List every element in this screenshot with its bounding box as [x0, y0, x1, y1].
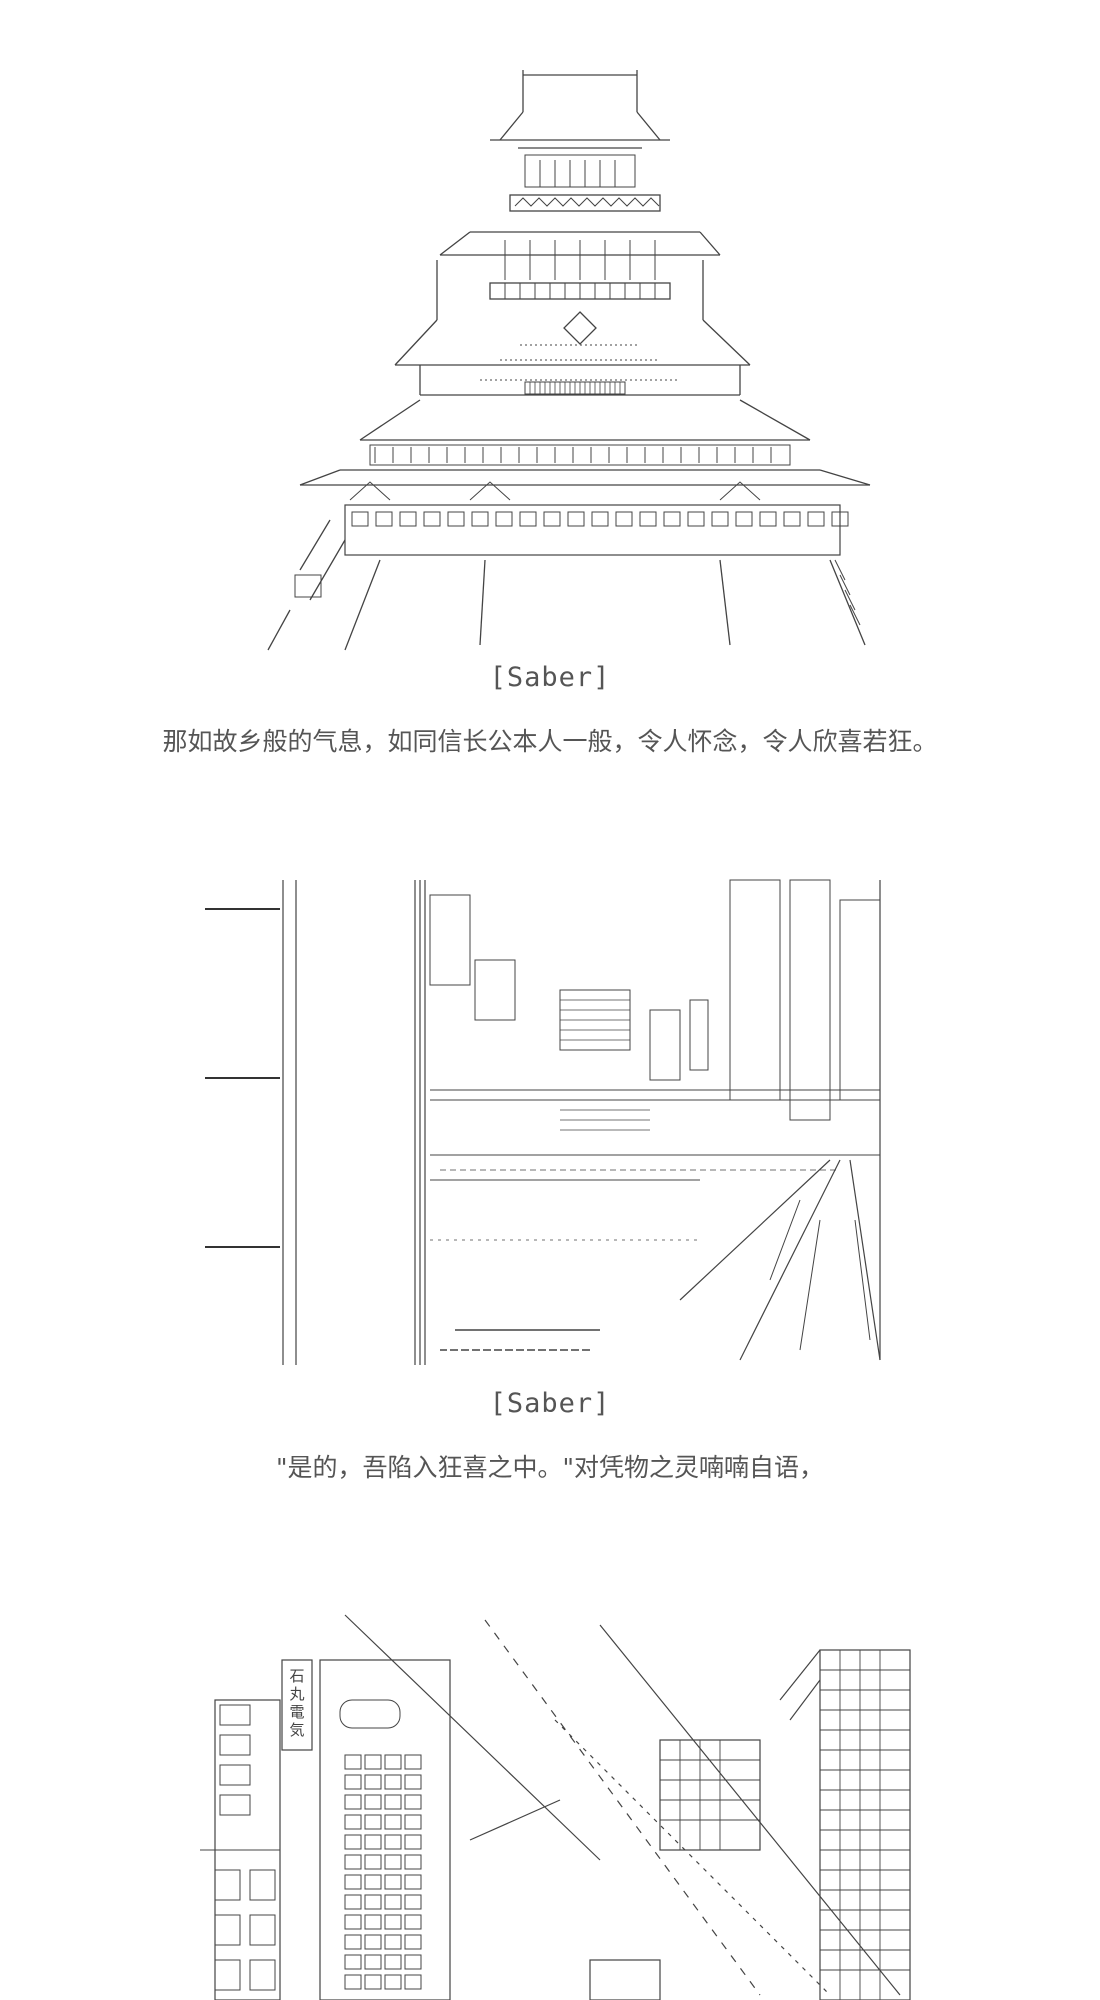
speaker-name-2: [Saber]: [489, 1388, 611, 1419]
castle-base-window: [567, 511, 585, 527]
narration-line-1: 那如故乡般的气息，如同信长公本人一般，令人怀念，令人欣喜若狂。: [162, 727, 938, 756]
castle-base-window: [591, 511, 609, 527]
narration-line-2: "是的，吾陷入狂喜之中。"对凭物之灵喃喃自语，: [276, 1453, 824, 1482]
castle-base-window: [687, 511, 705, 527]
castle-base-window: [759, 511, 777, 527]
castle-base-window: [543, 511, 561, 527]
castle-base-window: [519, 511, 537, 527]
shop-sign-char-1: 石: [289, 1667, 305, 1685]
left-edge-bar-1: [205, 908, 280, 910]
shop-sign-char-2: 丸: [289, 1685, 305, 1703]
castle-base-window: [375, 511, 393, 527]
castle-base-window: [711, 511, 729, 527]
castle-ascii-art: [0, 0, 1100, 660]
castle-base-window: [663, 511, 681, 527]
speaker-name-1: [Saber]: [489, 662, 611, 693]
shop-sign-char-3: 電: [289, 1703, 305, 1721]
castle-base-window: [399, 511, 417, 527]
castle-base-window: [471, 511, 489, 527]
castle-base-window: [423, 511, 441, 527]
castle-base-window: [447, 511, 465, 527]
castle-base-window: [495, 511, 513, 527]
castle-base-window: [735, 511, 753, 527]
left-edge-bar-2: [205, 1077, 280, 1079]
castle-base-window: [639, 511, 657, 527]
left-edge-bar-3: [205, 1246, 280, 1248]
castle-base-window: [807, 511, 825, 527]
castle-base-window: [831, 511, 849, 527]
castle-base-window: [615, 511, 633, 527]
shop-sign: 石 丸 電 気: [287, 1667, 307, 1739]
castle-base-window: [783, 511, 801, 527]
street-ascii-art: [282, 879, 881, 1365]
castle-base-window: [351, 511, 369, 527]
shop-sign-char-4: 気: [289, 1721, 305, 1739]
